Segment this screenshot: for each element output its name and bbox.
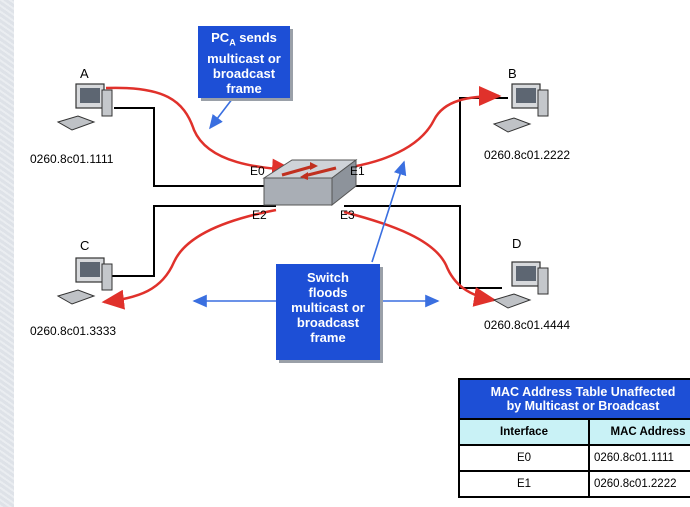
- host-d-letter: D: [512, 236, 521, 251]
- diagram-canvas: A B C D 0260.8c01.1111 0260.8c01.2222 02…: [14, 0, 690, 507]
- pc-a-icon: [58, 84, 112, 130]
- callout-top-line4: frame: [198, 81, 290, 96]
- callout-bottom-line4: broadcast: [276, 315, 380, 330]
- callout-top-line2: multicast or: [198, 51, 290, 66]
- callout-pc-sends: PCA sends multicast or broadcast frame: [198, 26, 290, 98]
- mac-table-caption: MAC Address Table Unaffected by Multicas…: [459, 379, 690, 419]
- mac-table-caption-line1: MAC Address Table Unaffected: [460, 385, 690, 399]
- pointer-top: [210, 94, 236, 128]
- table-cell-mac: 0260.8c01.2222: [589, 471, 690, 497]
- host-c-mac: 0260.8c01.3333: [30, 324, 116, 338]
- callout-bottom-line3: multicast or: [276, 300, 380, 315]
- callout-top-line3: broadcast: [198, 66, 290, 81]
- callout-top-line1: PCA sends: [198, 30, 290, 51]
- callout-bottom-line1: Switch: [276, 270, 380, 285]
- pointer-switch: [372, 162, 404, 262]
- table-row: E0 0260.8c01.1111: [459, 445, 690, 471]
- host-d-mac: 0260.8c01.4444: [484, 318, 570, 332]
- arrow-switch-to-c: [104, 210, 276, 302]
- callout-bottom-line2: floods: [276, 285, 380, 300]
- callout-top-pc: PC: [211, 30, 229, 45]
- table-cell-interface: E0: [459, 445, 589, 471]
- host-b-mac: 0260.8c01.2222: [484, 148, 570, 162]
- table-row: E1 0260.8c01.2222: [459, 471, 690, 497]
- mac-table-col-mac: MAC Address: [589, 419, 690, 445]
- port-e0: E0: [250, 164, 265, 178]
- table-cell-interface: E1: [459, 471, 589, 497]
- callout-top-sends: sends: [236, 30, 277, 45]
- host-a-letter: A: [80, 66, 89, 81]
- arrow-a-to-switch: [106, 88, 292, 170]
- arrow-switch-to-b: [319, 96, 499, 170]
- pc-b-icon: [494, 84, 548, 132]
- host-b-letter: B: [508, 66, 517, 81]
- switch-icon: [264, 160, 356, 205]
- host-c-letter: C: [80, 238, 89, 253]
- port-e3: E3: [340, 208, 355, 222]
- table-cell-mac: 0260.8c01.1111: [589, 445, 690, 471]
- host-a-mac: 0260.8c01.1111: [30, 152, 113, 166]
- mac-table-col-interface: Interface: [459, 419, 589, 445]
- pc-c-icon: [58, 258, 112, 304]
- callout-bottom-line5: frame: [276, 330, 380, 345]
- mac-table-caption-line2: by Multicast or Broadcast: [460, 399, 690, 413]
- mac-address-table: MAC Address Table Unaffected by Multicas…: [458, 378, 690, 498]
- port-e1: E1: [350, 164, 365, 178]
- pc-d-icon: [494, 262, 548, 308]
- cable-b: [344, 98, 508, 186]
- port-e2: E2: [252, 208, 267, 222]
- callout-switch-floods: Switch floods multicast or broadcast fra…: [276, 264, 380, 360]
